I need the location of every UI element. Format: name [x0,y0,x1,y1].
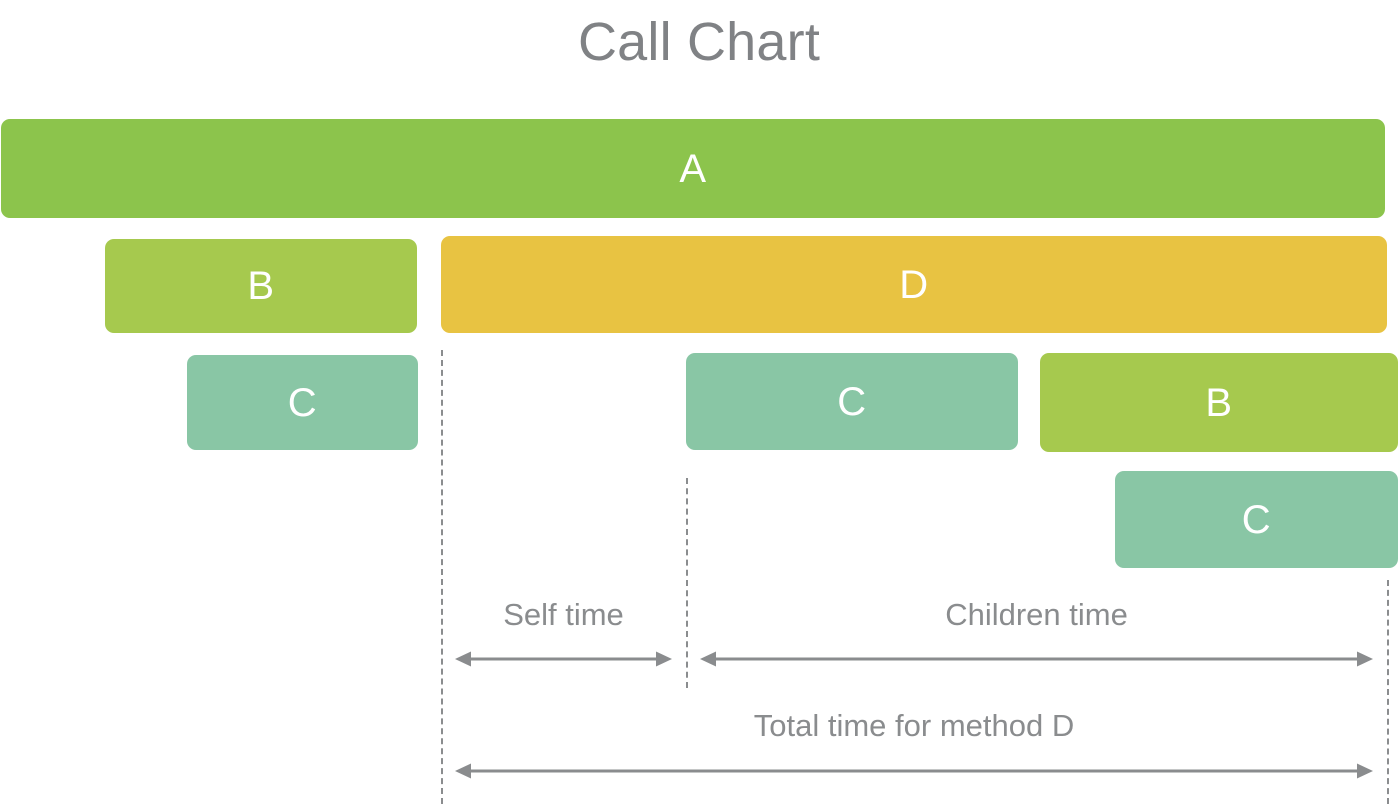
measure-label-children-time: Children time [945,597,1128,632]
guide-line-d-self-end [686,478,688,688]
measure-label-self-time: Self time [503,597,624,632]
measure-arrow-total-time-for-method-d [455,760,1373,782]
measure-arrow-children-time [700,648,1373,670]
flame-bar-label: B [247,264,275,308]
flame-bar-label: C [837,379,867,424]
flame-bar-label: B [1205,380,1233,425]
flame-bar-b-d1[interactable]: B [105,239,417,333]
flame-bar-label: C [287,380,318,425]
flame-bar-label: C [1241,497,1272,542]
flame-bar-label: A [679,146,707,191]
flame-bar-c-d2[interactable]: C [187,355,418,450]
guide-line-d-end [1387,580,1389,804]
guide-line-d-start [441,350,443,804]
flame-bar-c-d2[interactable]: C [686,353,1018,450]
flame-bar-label: D [899,262,929,307]
measure-arrow-self-time [455,648,672,670]
flame-bar-a-d0[interactable]: A [1,119,1385,218]
flame-bar-b-d2[interactable]: B [1040,353,1398,452]
measure-label-total-time-for-method-d: Total time for method D [753,708,1075,743]
flame-bar-d-d1[interactable]: D [441,236,1387,333]
page-title: Call Chart [577,12,821,72]
flame-bar-c-d3[interactable]: C [1115,471,1398,568]
